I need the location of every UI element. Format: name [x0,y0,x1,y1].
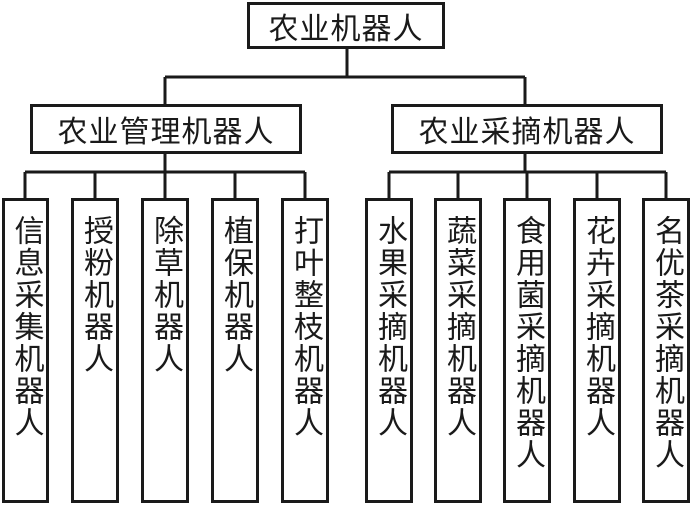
leaf-node: 除草机器人 [141,198,189,503]
leaf-node: 植保机器人 [211,198,259,503]
leaf-node: 花卉采摘机器人 [573,198,621,503]
leaf-node: 授粉机器人 [71,198,119,503]
leaf-node: 蔬菜采摘机器人 [434,198,482,503]
root-node: 农业机器人 [247,2,445,49]
branch-node-management: 农业管理机器人 [30,104,302,154]
leaf-node: 食用菌采摘机器人 [503,198,551,503]
leaf-node: 名优茶采摘机器人 [642,198,690,503]
leaf-node: 打叶整枝机器人 [281,198,329,503]
leaf-node: 水果采摘机器人 [365,198,413,503]
branch-node-picking: 农业采摘机器人 [391,104,663,154]
leaf-node: 信息采集机器人 [2,198,49,503]
